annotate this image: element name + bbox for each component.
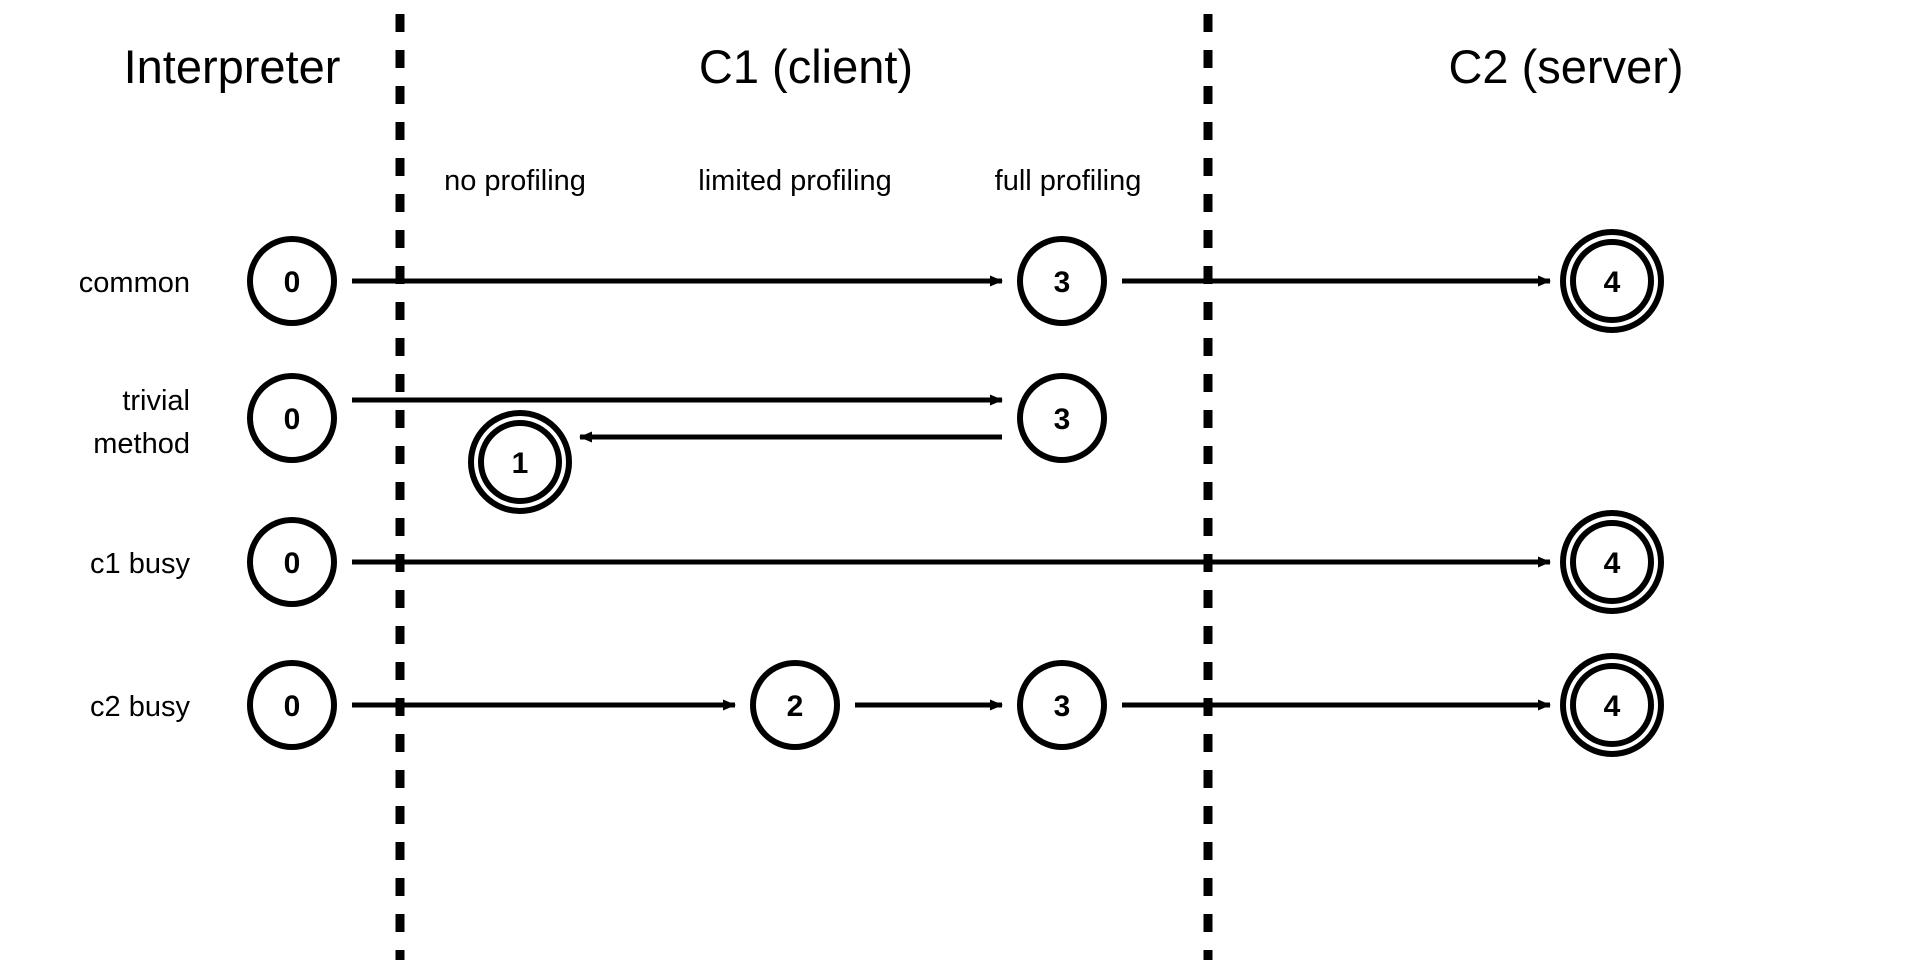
node-trivial-1[interactable]: 1	[468, 410, 572, 514]
node-label: 0	[284, 403, 301, 436]
node-common-0[interactable]: 0	[247, 236, 337, 326]
row-label-common: common	[79, 267, 190, 299]
node-trivial-0[interactable]: 0	[247, 373, 337, 463]
row-c1-busy: c1 busy 0 4	[90, 510, 1664, 614]
row-label-trivial-method-line1: trivial	[122, 385, 190, 417]
column-header-interpreter: Interpreter	[124, 40, 341, 93]
node-label: 3	[1054, 266, 1071, 299]
node-common-3[interactable]: 3	[1017, 236, 1107, 326]
node-label: 4	[1604, 690, 1621, 723]
column-header-c1: C1 (client)	[699, 40, 913, 93]
node-label: 0	[284, 690, 301, 723]
phase-labels: no profiling limited profiling full prof…	[444, 165, 1141, 197]
row-trivial-method: trivial method 0 3 1	[93, 373, 1107, 514]
row-label-trivial-method-line2: method	[93, 428, 190, 460]
node-label: 4	[1604, 547, 1621, 580]
node-c2busy-4[interactable]: 4	[1560, 653, 1664, 757]
node-c2busy-2[interactable]: 2	[750, 660, 840, 750]
node-common-4[interactable]: 4	[1560, 229, 1664, 333]
node-label: 0	[284, 547, 301, 580]
node-label: 2	[787, 690, 804, 723]
column-headers: Interpreter C1 (client) C2 (server)	[124, 40, 1684, 93]
node-trivial-3[interactable]: 3	[1017, 373, 1107, 463]
node-c2busy-0[interactable]: 0	[247, 660, 337, 750]
node-c2busy-3[interactable]: 3	[1017, 660, 1107, 750]
column-header-c2: C2 (server)	[1448, 40, 1683, 93]
node-label: 1	[512, 447, 529, 480]
phase-label-no-profiling: no profiling	[444, 165, 586, 197]
node-label: 0	[284, 266, 301, 299]
node-label: 3	[1054, 403, 1071, 436]
node-label: 4	[1604, 266, 1621, 299]
row-label-c2-busy: c2 busy	[90, 691, 190, 723]
phase-label-limited-profiling: limited profiling	[698, 165, 891, 197]
row-c2-busy: c2 busy 0 2 3 4	[90, 653, 1664, 757]
column-dividers	[395, 14, 1213, 960]
node-c1busy-4[interactable]: 4	[1560, 510, 1664, 614]
node-c1busy-0[interactable]: 0	[247, 517, 337, 607]
phase-label-full-profiling: full profiling	[995, 165, 1142, 197]
node-label: 3	[1054, 690, 1071, 723]
row-label-c1-busy: c1 busy	[90, 548, 190, 580]
row-common: common 0 3 4	[79, 229, 1664, 333]
